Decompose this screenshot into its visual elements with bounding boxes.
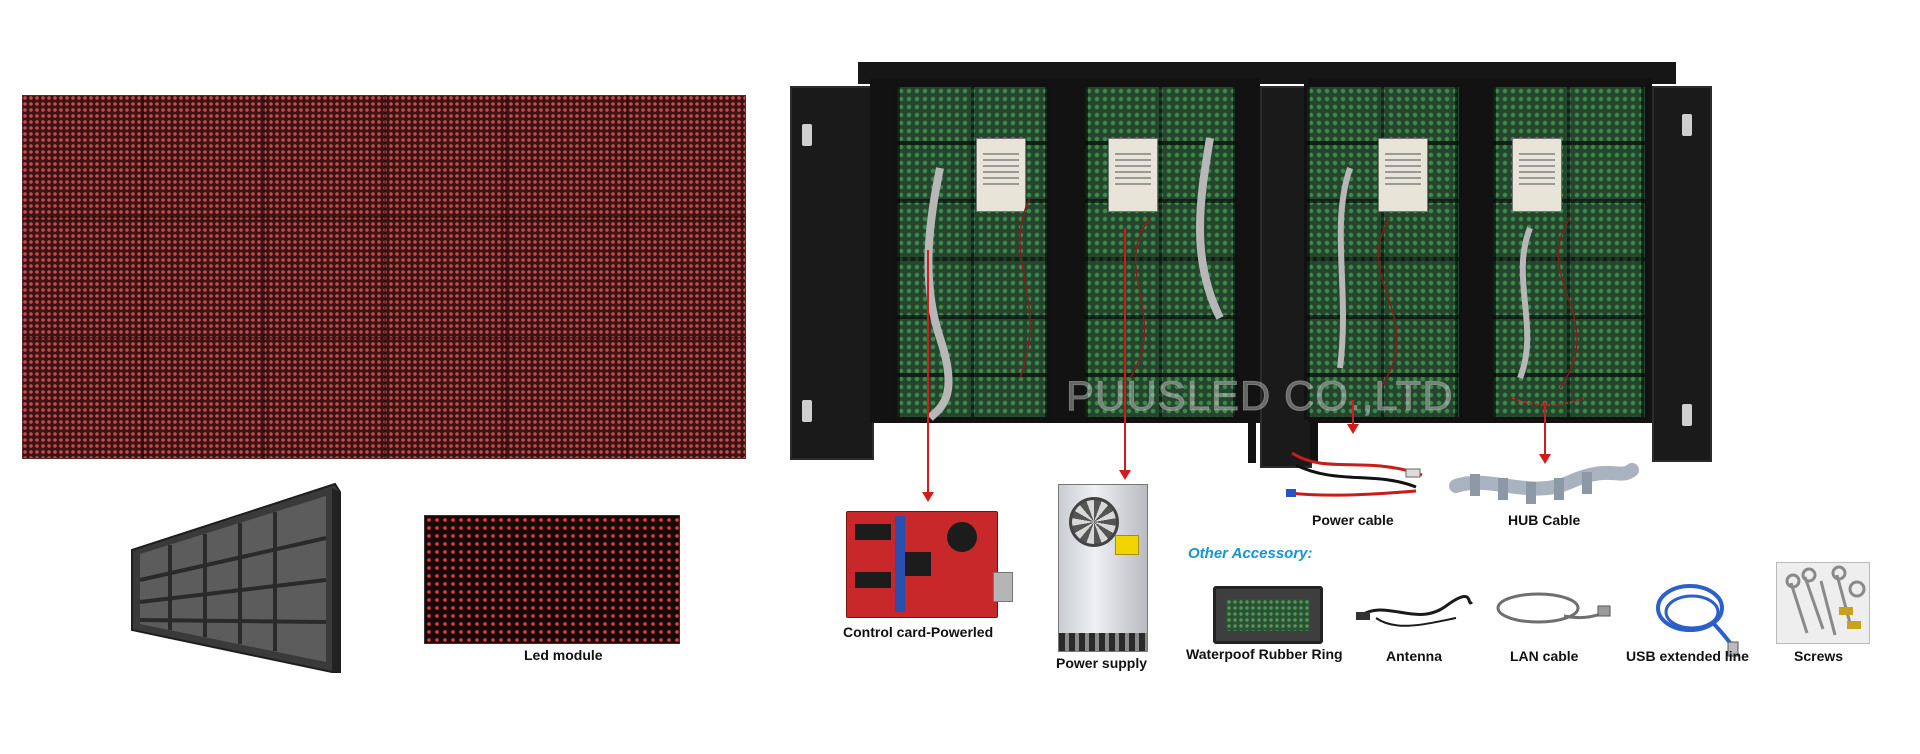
door-hinge <box>1682 404 1692 426</box>
fan-icon <box>1069 497 1119 547</box>
usb-line-image <box>1656 584 1739 657</box>
internal-power-supply <box>976 138 1026 212</box>
arrow-to-control-card <box>927 250 929 494</box>
warning-sticker <box>1115 535 1139 555</box>
cabinet-leg <box>1310 423 1318 463</box>
module-bay <box>1490 84 1648 420</box>
watermark-text: PUUSLED CO.,LTD <box>1066 372 1454 420</box>
front-led-panel-image <box>22 95 746 459</box>
arrow-head <box>922 492 934 502</box>
arrow-head <box>1539 454 1551 464</box>
arrow-head <box>1347 424 1359 434</box>
panel-seam <box>384 95 386 459</box>
card-chip <box>855 572 891 588</box>
card-chip <box>855 524 891 540</box>
internal-power-supply <box>1378 138 1428 212</box>
card-connector <box>895 516 905 612</box>
arrow-to-hub-cable <box>1544 402 1546 456</box>
power-supply-label: Power supply <box>1056 655 1148 671</box>
hub-dashed-marker <box>1511 397 1585 406</box>
internal-cables <box>924 137 1578 421</box>
panel-seam <box>22 216 746 218</box>
power-cable-image <box>1286 451 1423 497</box>
hub-cable-image <box>1449 463 1639 504</box>
other-accessory-title: Other Accessory: <box>1188 545 1313 562</box>
terminal-block <box>1059 633 1147 651</box>
lan-cable-image <box>1496 592 1611 624</box>
power-cable-label: Power cable <box>1312 512 1394 528</box>
arrow-to-power-supply <box>1124 228 1126 472</box>
cabinet-back-view-image <box>790 78 1712 468</box>
arrow-head <box>1119 470 1131 480</box>
internal-power-supply <box>1512 138 1562 212</box>
door-hinge <box>1682 114 1692 136</box>
led-module-image <box>424 515 680 644</box>
card-capacitor <box>947 522 977 552</box>
rubber-ring-image <box>1213 586 1323 644</box>
card-usb-port <box>993 572 1013 602</box>
panel-seam <box>22 337 746 339</box>
screws-drawing <box>1785 565 1866 636</box>
usb-line-label: USB extended line <box>1626 648 1749 664</box>
hub-cable-label: HUB Cable <box>1508 512 1581 528</box>
panel-seam <box>142 95 144 459</box>
internal-power-supply <box>1108 138 1158 212</box>
panel-seam <box>626 95 628 459</box>
card-chip <box>905 552 931 576</box>
control-card-label: Control card-Powerled <box>843 624 994 640</box>
lan-cable-label: LAN cable <box>1510 648 1579 664</box>
panel-seam <box>505 95 507 459</box>
screws-label: Screws <box>1794 648 1844 664</box>
cabinet-leg <box>1248 423 1256 463</box>
led-module-label: Led module <box>524 647 603 663</box>
cabinet-3d-image <box>131 482 341 673</box>
panel-seam <box>263 95 265 459</box>
door-hinge <box>802 400 812 422</box>
screws-image <box>1776 562 1870 644</box>
right-door <box>1652 86 1712 462</box>
power-supply-image <box>1058 484 1148 652</box>
antenna-label: Antenna <box>1386 648 1442 664</box>
control-card-image <box>846 511 1013 618</box>
arrow-to-power-cable <box>1352 400 1354 426</box>
antenna-image <box>1356 595 1474 627</box>
door-hinge <box>802 124 812 146</box>
rubber-ring-label: Waterpoof Rubber Ring <box>1186 646 1343 662</box>
